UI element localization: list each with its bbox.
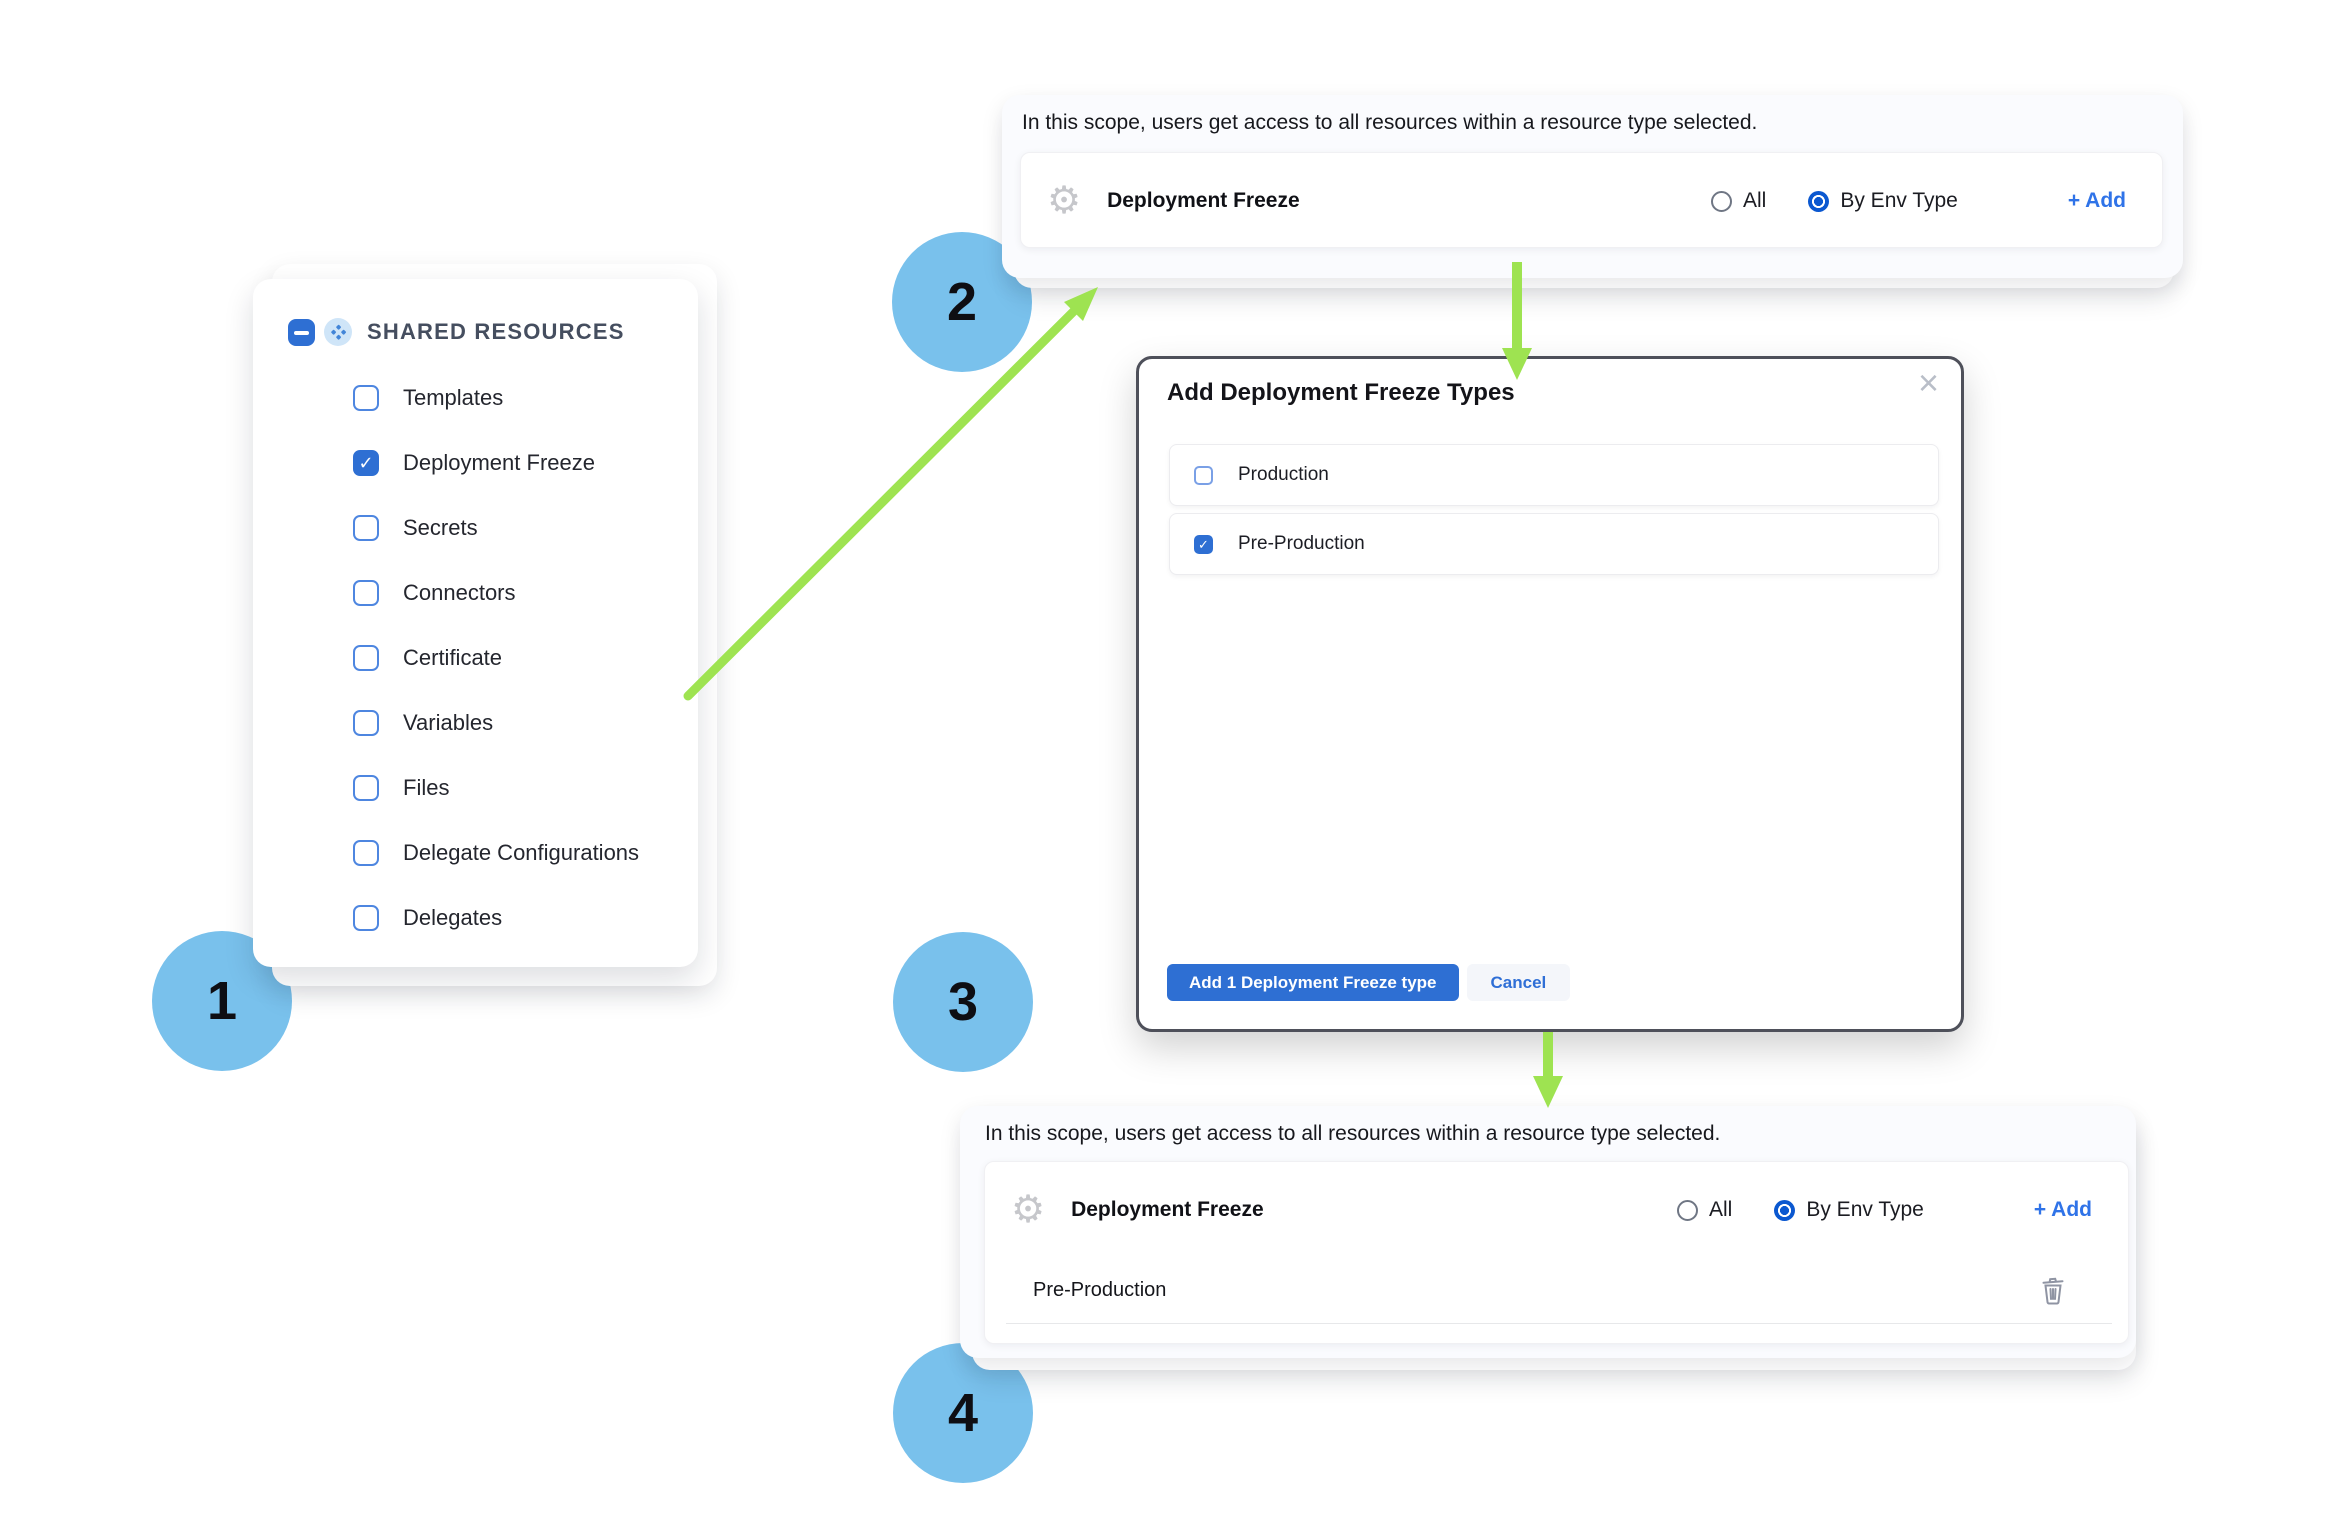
radio-by-env-type-label: By Env Type bbox=[1806, 1198, 1924, 1221]
close-icon[interactable]: × bbox=[1917, 362, 1939, 403]
modal-option-production: Production bbox=[1169, 444, 1939, 506]
modal-option-pre-production: ✓ Pre-Production bbox=[1169, 513, 1939, 575]
modal-footer: Add 1 Deployment Freeze type Cancel bbox=[1167, 964, 1571, 1001]
checkbox-secrets[interactable] bbox=[353, 515, 379, 541]
add-deployment-freeze-types-modal: Add Deployment Freeze Types × Production… bbox=[1136, 356, 1964, 1032]
deployment-freeze-row: ⚙ Deployment Freeze All By Env Type + Ad… bbox=[985, 1162, 2128, 1258]
bottom-scope-panel: In this scope, users get access to all r… bbox=[960, 1106, 2136, 1358]
step-number: 1 bbox=[206, 971, 238, 1031]
add-link[interactable]: + Add bbox=[2033, 1198, 2092, 1221]
radio-all[interactable] bbox=[1677, 1199, 1698, 1221]
resource-item-certificate: Certificate bbox=[253, 642, 698, 674]
resource-item-templates: Templates bbox=[253, 382, 698, 414]
selected-env-type-row: Pre-Production bbox=[985, 1258, 2128, 1323]
resource-item-secrets: Secrets bbox=[253, 512, 698, 544]
checkbox-files[interactable] bbox=[353, 775, 379, 801]
add-deployment-freeze-type-button[interactable]: Add 1 Deployment Freeze type bbox=[1167, 964, 1459, 1001]
resource-item-delegate-configurations: Delegate Configurations bbox=[253, 837, 698, 869]
modal-title: Add Deployment Freeze Types bbox=[1167, 379, 1515, 406]
row-divider bbox=[1006, 1323, 2112, 1324]
shared-resources-icon bbox=[324, 318, 352, 346]
shared-resources-panel: SHARED RESOURCES Templates ✓ Deployment … bbox=[253, 279, 698, 967]
radio-all[interactable] bbox=[1711, 190, 1732, 212]
resource-type-title: Deployment Freeze bbox=[1071, 1198, 1264, 1221]
resource-label: Secrets bbox=[403, 515, 478, 540]
modal-option-label: Production bbox=[1238, 464, 1329, 485]
checkbox-deployment-freeze[interactable]: ✓ bbox=[353, 450, 379, 476]
step-badge-3: 3 bbox=[893, 932, 1033, 1072]
radio-by-env-type[interactable] bbox=[1774, 1199, 1796, 1221]
scope-description: In this scope, users get access to all r… bbox=[985, 1122, 1721, 1145]
radio-option-by-env-type[interactable]: By Env Type bbox=[1808, 189, 1958, 213]
resource-label: Delegates bbox=[403, 905, 503, 930]
top-scope-panel: In this scope, users get access to all r… bbox=[1002, 95, 2183, 278]
step-badge-4: 4 bbox=[893, 1343, 1033, 1483]
checkbox-pre-production[interactable]: ✓ bbox=[1194, 534, 1213, 554]
radio-all-label: All bbox=[1743, 189, 1767, 212]
shared-resources-header: SHARED RESOURCES bbox=[288, 315, 698, 349]
trash-icon[interactable] bbox=[2040, 1276, 2066, 1306]
resource-item-variables: Variables bbox=[253, 707, 698, 739]
resource-label: Connectors bbox=[403, 580, 516, 605]
checkbox-templates[interactable] bbox=[353, 385, 379, 411]
arrow-head-down bbox=[1533, 1076, 1563, 1108]
resource-label: Delegate Configurations bbox=[403, 840, 640, 865]
indeterminate-checkbox[interactable] bbox=[288, 318, 315, 346]
resource-item-files: Files bbox=[253, 772, 698, 804]
checkbox-connectors[interactable] bbox=[353, 580, 379, 606]
resource-item-connectors: Connectors bbox=[253, 577, 698, 609]
access-mode-radio-group: All By Env Type bbox=[1711, 189, 1958, 213]
bottom-resource-type-card: ⚙ Deployment Freeze All By Env Type + Ad… bbox=[984, 1161, 2129, 1344]
resource-item-delegates: Delegates bbox=[253, 902, 698, 934]
checkbox-certificate[interactable] bbox=[353, 645, 379, 671]
deployment-freeze-row: ⚙ Deployment Freeze All By Env Type + Ad… bbox=[1021, 153, 2162, 249]
check-icon: ✓ bbox=[1198, 536, 1209, 552]
scope-description: In this scope, users get access to all r… bbox=[1022, 111, 1758, 134]
resource-label: Certificate bbox=[403, 645, 503, 670]
modal-option-label: Pre-Production bbox=[1238, 533, 1365, 554]
resource-label: Templates bbox=[403, 385, 504, 410]
radio-option-all[interactable]: All bbox=[1711, 189, 1766, 213]
resource-label: Deployment Freeze bbox=[403, 450, 595, 475]
radio-by-env-type-label: By Env Type bbox=[1840, 189, 1958, 212]
check-icon: ✓ bbox=[358, 453, 374, 473]
arrow-head-up-right bbox=[1064, 287, 1098, 321]
radio-option-all[interactable]: All bbox=[1677, 1198, 1732, 1222]
checkbox-delegate-configurations[interactable] bbox=[353, 840, 379, 866]
radio-option-by-env-type[interactable]: By Env Type bbox=[1774, 1198, 1924, 1222]
radio-by-env-type[interactable] bbox=[1808, 190, 1830, 212]
step-number: 2 bbox=[946, 272, 978, 332]
shared-resources-title: SHARED RESOURCES bbox=[367, 319, 625, 344]
step-number: 3 bbox=[947, 972, 979, 1032]
resource-label: Variables bbox=[403, 710, 494, 735]
env-type-label: Pre-Production bbox=[1033, 1279, 1167, 1301]
cancel-button[interactable]: Cancel bbox=[1466, 964, 1571, 1001]
checkbox-delegates[interactable] bbox=[353, 905, 379, 931]
step-number: 4 bbox=[947, 1383, 979, 1443]
top-resource-type-card: ⚙ Deployment Freeze All By Env Type + Ad… bbox=[1020, 152, 2163, 248]
radio-all-label: All bbox=[1709, 1198, 1733, 1221]
access-mode-radio-group: All By Env Type bbox=[1677, 1198, 1924, 1222]
add-link[interactable]: + Add bbox=[2067, 189, 2126, 212]
arrow-resources-to-top-panel bbox=[683, 306, 1079, 701]
resource-type-title: Deployment Freeze bbox=[1107, 189, 1300, 212]
resource-label: Files bbox=[403, 775, 450, 800]
checkbox-variables[interactable] bbox=[353, 710, 379, 736]
gear-icon: ⚙ bbox=[1011, 1189, 1046, 1231]
checkbox-production[interactable] bbox=[1194, 465, 1213, 485]
gear-icon: ⚙ bbox=[1047, 180, 1082, 222]
resource-item-deployment-freeze: ✓ Deployment Freeze bbox=[253, 447, 698, 479]
